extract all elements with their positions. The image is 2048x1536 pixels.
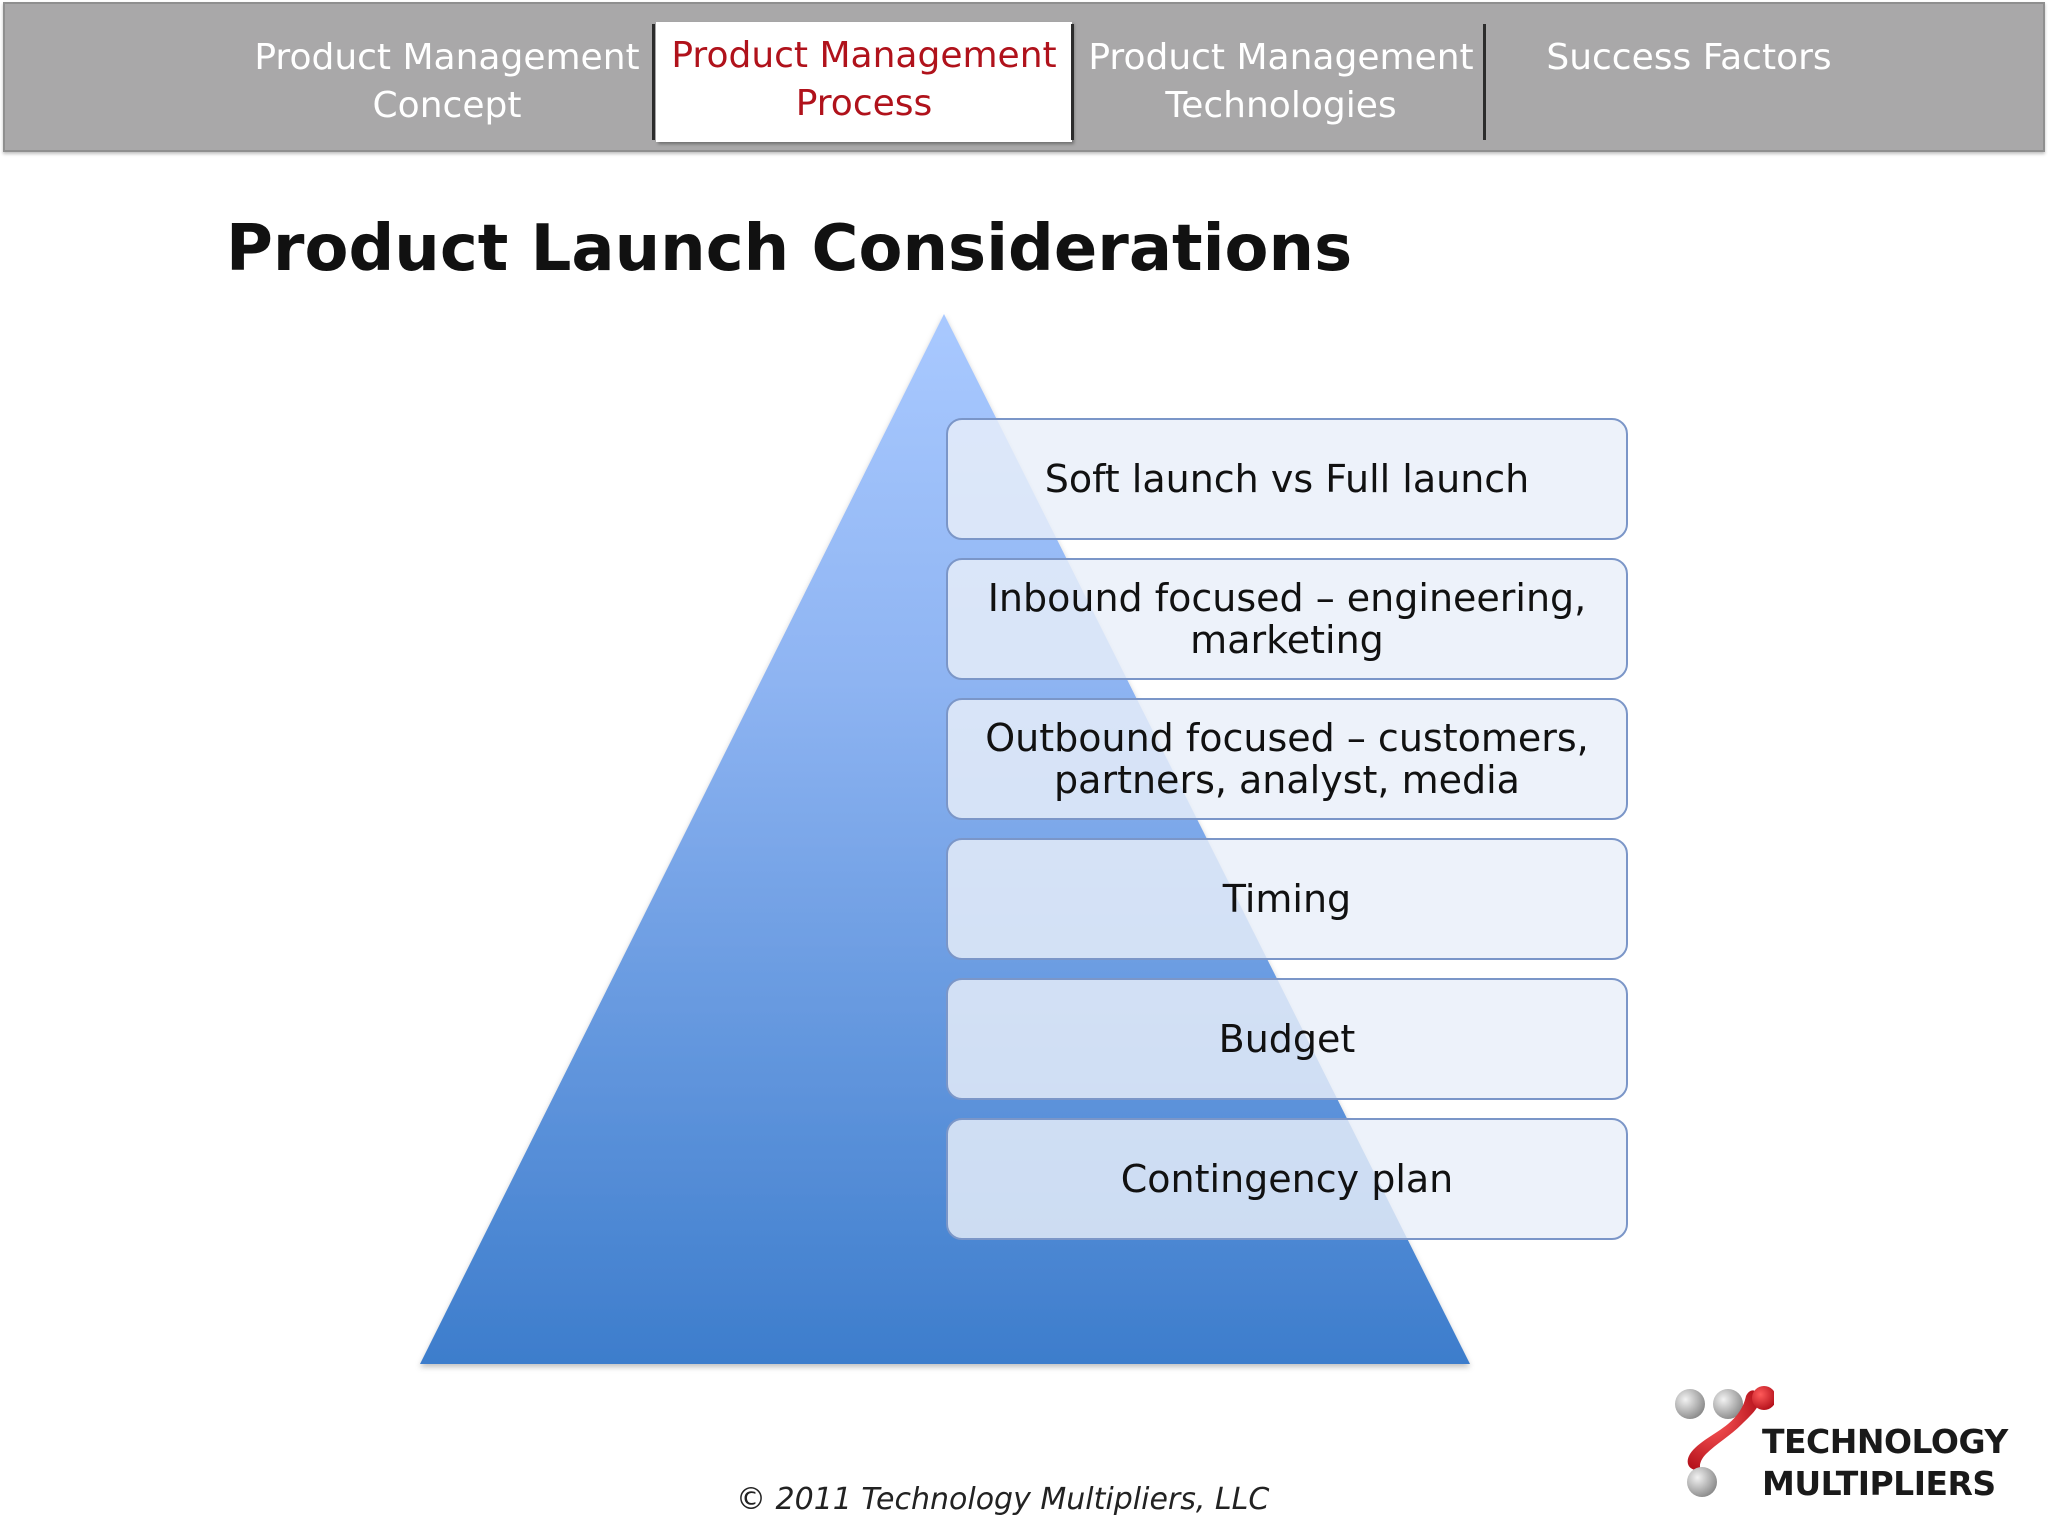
logo-text-line1: TECHNOLOGY: [1762, 1422, 2008, 1461]
tab-success-factors[interactable]: Success Factors: [1489, 24, 1889, 140]
item-text: partners, analyst, media: [1054, 758, 1520, 802]
tab-label-line2: Technologies: [1165, 85, 1397, 126]
tab-separator: [1483, 24, 1486, 140]
item-text: Contingency plan: [1120, 1157, 1454, 1201]
tab-label: Success Factors: [1546, 34, 1831, 82]
tab-product-management-process[interactable]: Product Management Process: [656, 22, 1072, 142]
pyramid-item-budget: Budget: [946, 978, 1628, 1100]
item-text: Soft launch vs Full launch: [1044, 457, 1530, 501]
item-text: Timing: [1222, 877, 1352, 921]
tab-label: Product Management Concept: [254, 34, 639, 130]
pyramid-item-inbound-focused: Inbound focused – engineering, marketing: [946, 558, 1628, 680]
pyramid-item-contingency-plan: Contingency plan: [946, 1118, 1628, 1240]
tab-product-management-concept[interactable]: Product Management Concept: [251, 24, 643, 140]
top-navigation-bar: Product Management Concept Product Manag…: [3, 2, 2045, 152]
pyramid-item-timing: Timing: [946, 838, 1628, 960]
slide-title: Product Launch Considerations: [226, 212, 1353, 286]
copyright-text: © 2011 Technology Multipliers, LLC: [736, 1482, 1270, 1517]
tab-label-line1: Product Management: [671, 35, 1057, 76]
tab-product-management-technologies[interactable]: Product Management Technologies: [1079, 24, 1483, 140]
tab-separator: [1071, 24, 1074, 140]
logo-mark-icon: [1675, 1386, 1776, 1497]
pyramid-item-soft-launch: Soft launch vs Full launch: [946, 418, 1628, 540]
item-text: Inbound focused – engineering,: [987, 576, 1587, 620]
tab-label-line1: Product Management: [1088, 37, 1474, 78]
item-text: marketing: [1190, 618, 1384, 662]
pyramid-item-outbound-focused: Outbound focused – customers, partners, …: [946, 698, 1628, 820]
tab-separator: [652, 24, 655, 140]
tab-label-line2: Process: [795, 83, 933, 124]
item-text: Outbound focused – customers,: [985, 716, 1589, 760]
tab-label-line1: Success Factors: [1546, 37, 1832, 78]
tab-label: Product Management Technologies: [1088, 34, 1473, 130]
company-logo: TECHNOLOGY MULTIPLIERS: [1664, 1380, 2008, 1510]
pyramid-triangle: [420, 314, 1470, 1364]
tab-label: Product Management Process: [671, 32, 1056, 128]
tab-label-line2: Concept: [372, 85, 522, 126]
tab-label-line1: Product Management: [254, 37, 640, 78]
item-text: Budget: [1218, 1017, 1356, 1061]
logo-text-line2: MULTIPLIERS: [1762, 1464, 1996, 1503]
